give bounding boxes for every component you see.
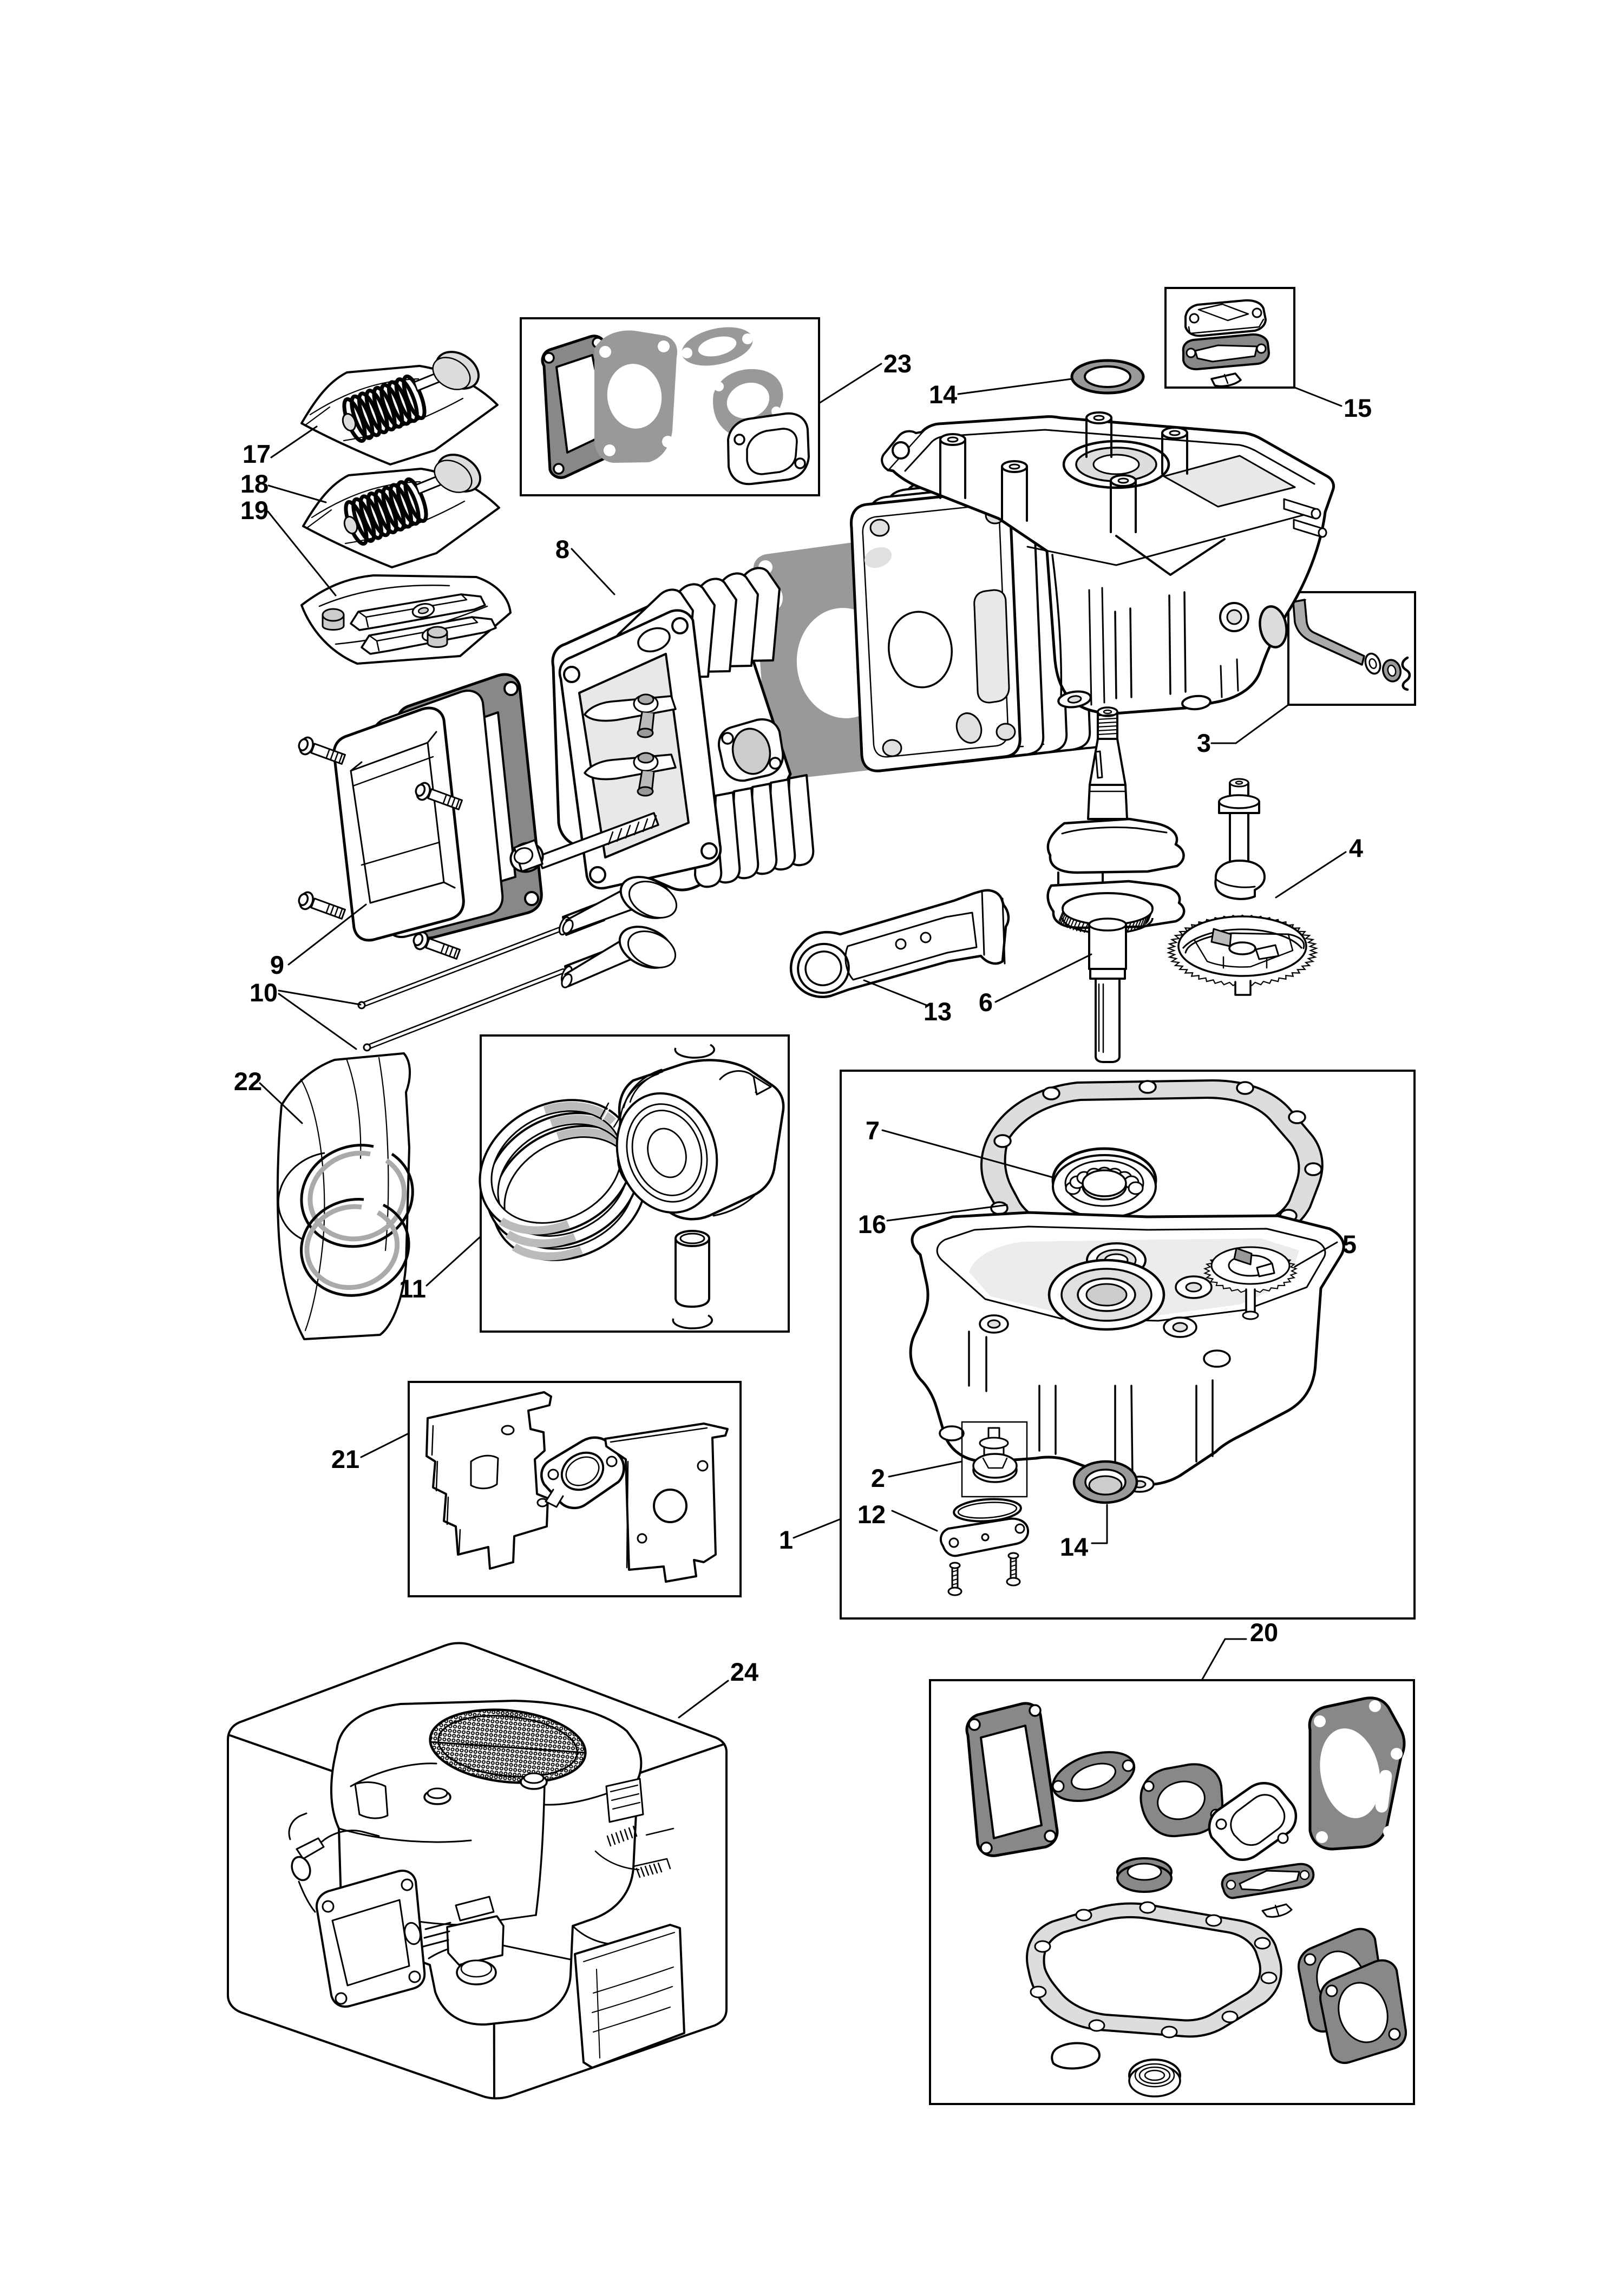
svg-text:5: 5 <box>1343 1230 1357 1259</box>
svg-text:7: 7 <box>866 1116 880 1145</box>
svg-text:12: 12 <box>857 1500 886 1529</box>
svg-text:2: 2 <box>871 1464 885 1492</box>
svg-text:13: 13 <box>924 997 952 1026</box>
svg-text:11: 11 <box>399 1274 426 1303</box>
svg-text:4: 4 <box>1349 834 1363 862</box>
svg-text:23: 23 <box>883 349 912 378</box>
svg-text:22: 22 <box>234 1067 262 1096</box>
svg-text:8: 8 <box>555 535 569 563</box>
svg-text:6: 6 <box>979 988 993 1017</box>
svg-text:14: 14 <box>1060 1532 1088 1561</box>
svg-text:21: 21 <box>331 1445 359 1473</box>
svg-text:18: 18 <box>240 469 269 498</box>
svg-text:9: 9 <box>270 951 284 979</box>
svg-text:19: 19 <box>240 496 269 525</box>
svg-text:15: 15 <box>1344 394 1372 422</box>
svg-text:16: 16 <box>858 1210 886 1238</box>
svg-text:17: 17 <box>243 440 271 468</box>
svg-text:3: 3 <box>1197 729 1211 757</box>
svg-text:20: 20 <box>1250 1618 1278 1647</box>
svg-text:1: 1 <box>779 1525 793 1554</box>
svg-text:24: 24 <box>730 1657 758 1686</box>
svg-text:10: 10 <box>250 978 278 1007</box>
svg-text:14: 14 <box>929 380 957 409</box>
